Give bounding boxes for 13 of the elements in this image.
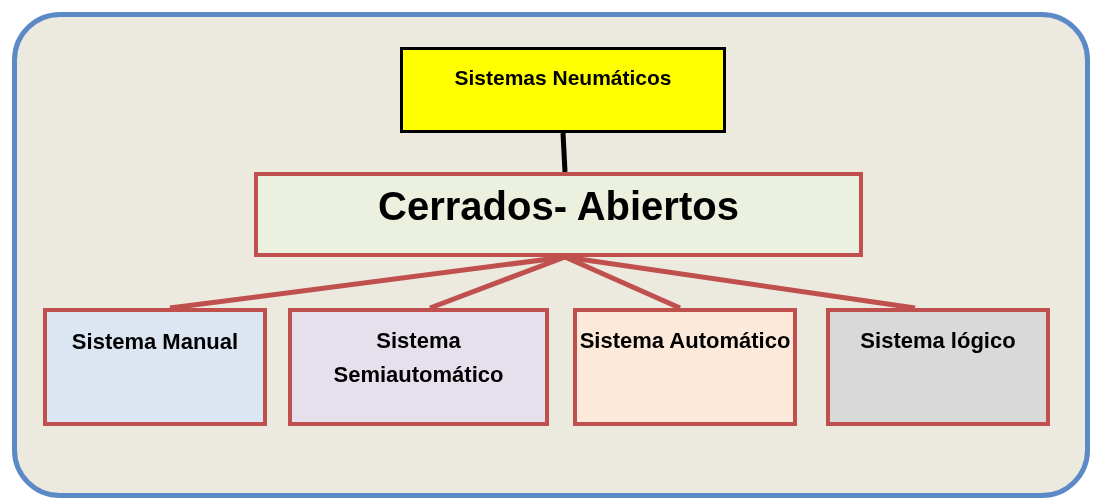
connector-line [560,132,568,173]
system-box [43,308,267,426]
box-label: Sistemas Neumáticos [454,65,672,91]
box-label: Sistema Semiautomático [332,327,505,389]
box-label: Cerrados- Abiertos [378,183,739,230]
system-box [573,308,797,426]
system-box [826,308,1050,426]
box-label: Sistema Manual [71,328,239,356]
box-label: Sistema lógico [860,327,1016,355]
category-box [254,172,863,257]
box-label: Sistema Automático [579,327,791,355]
system-box [288,308,549,426]
title-box [400,47,726,133]
